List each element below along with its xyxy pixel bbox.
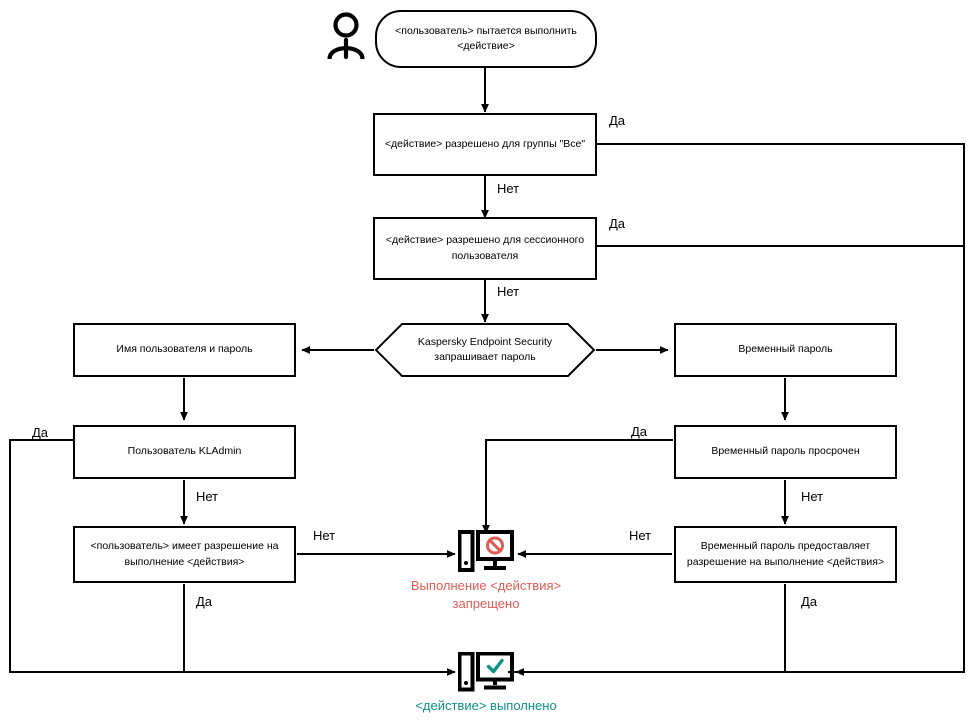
node-kes-prompt-label: Kaspersky Endpoint Security запрашивает … (417, 335, 553, 363)
edge-label-no-everyone: Нет (497, 181, 520, 196)
hexagon-shape (374, 323, 596, 377)
node-start-label: <пользователь> пытается выполнить <дейст… (395, 24, 577, 52)
node-user-has-permission: <пользователь> имеет разрешение на выпол… (73, 526, 296, 583)
node-user-has-permission-label: <пользователь> имеет разрешение на выпол… (90, 540, 279, 568)
edge-label-no-kladmin: Нет (196, 489, 219, 504)
node-allowed-session-label: <действие> разрешено для сессионного пол… (385, 234, 585, 262)
node-kladmin-user: Пользователь KLAdmin (73, 425, 296, 479)
edge-label-no-session: Нет (497, 284, 520, 299)
node-username-password-label: Имя пользователя и пароль (116, 343, 253, 356)
edge-label-yes-kladmin: Да (32, 425, 49, 440)
node-temp-password-grants-label: Временный пароль предоставляет разрешени… (686, 540, 885, 568)
node-username-password: Имя пользователя и пароль (73, 323, 296, 377)
status-denied-label: Выполнение <действия> запрещено (410, 578, 562, 611)
node-allowed-everyone: <действие> разрешено для группы "Все" (373, 113, 597, 176)
edge-label-yes-everyone: Да (609, 113, 626, 128)
edge-label-yes-expired: Да (631, 424, 648, 439)
node-allowed-everyone-label: <действие> разрешено для группы "Все" (384, 137, 586, 150)
status-allowed-label: <действие> выполнено (415, 698, 557, 713)
monitor-blocked-icon (457, 530, 514, 574)
edge-label-no-permission: Нет (313, 528, 336, 543)
edge-kladmin-yes (9, 439, 456, 676)
edge-label-yes-grants: Да (801, 594, 818, 609)
edge-label-no-expired: Нет (801, 489, 824, 504)
node-start: <пользователь> пытается выполнить <дейст… (375, 10, 597, 68)
node-temp-password-expired: Временный пароль просрочен (674, 425, 897, 479)
node-temp-password-expired-label: Временный пароль просрочен (711, 445, 860, 458)
node-temp-password-label: Временный пароль (738, 343, 833, 356)
monitor-check-icon (457, 651, 514, 694)
node-kes-prompt: Kaspersky Endpoint Security запрашивает … (374, 322, 596, 378)
user-person-icon (324, 12, 368, 62)
node-kladmin-user-label: Пользователь KLAdmin (127, 445, 242, 458)
edge-expired-yes (482, 439, 673, 534)
edge-label-yes-session: Да (609, 216, 626, 231)
node-temp-password-grants: Временный пароль предоставляет разрешени… (674, 526, 897, 583)
edge-label-yes-permission: Да (196, 594, 213, 609)
node-temp-password: Временный пароль (674, 323, 897, 377)
node-allowed-session: <действие> разрешено для сессионного пол… (373, 217, 597, 280)
edge-label-no-grants: Нет (629, 528, 652, 543)
